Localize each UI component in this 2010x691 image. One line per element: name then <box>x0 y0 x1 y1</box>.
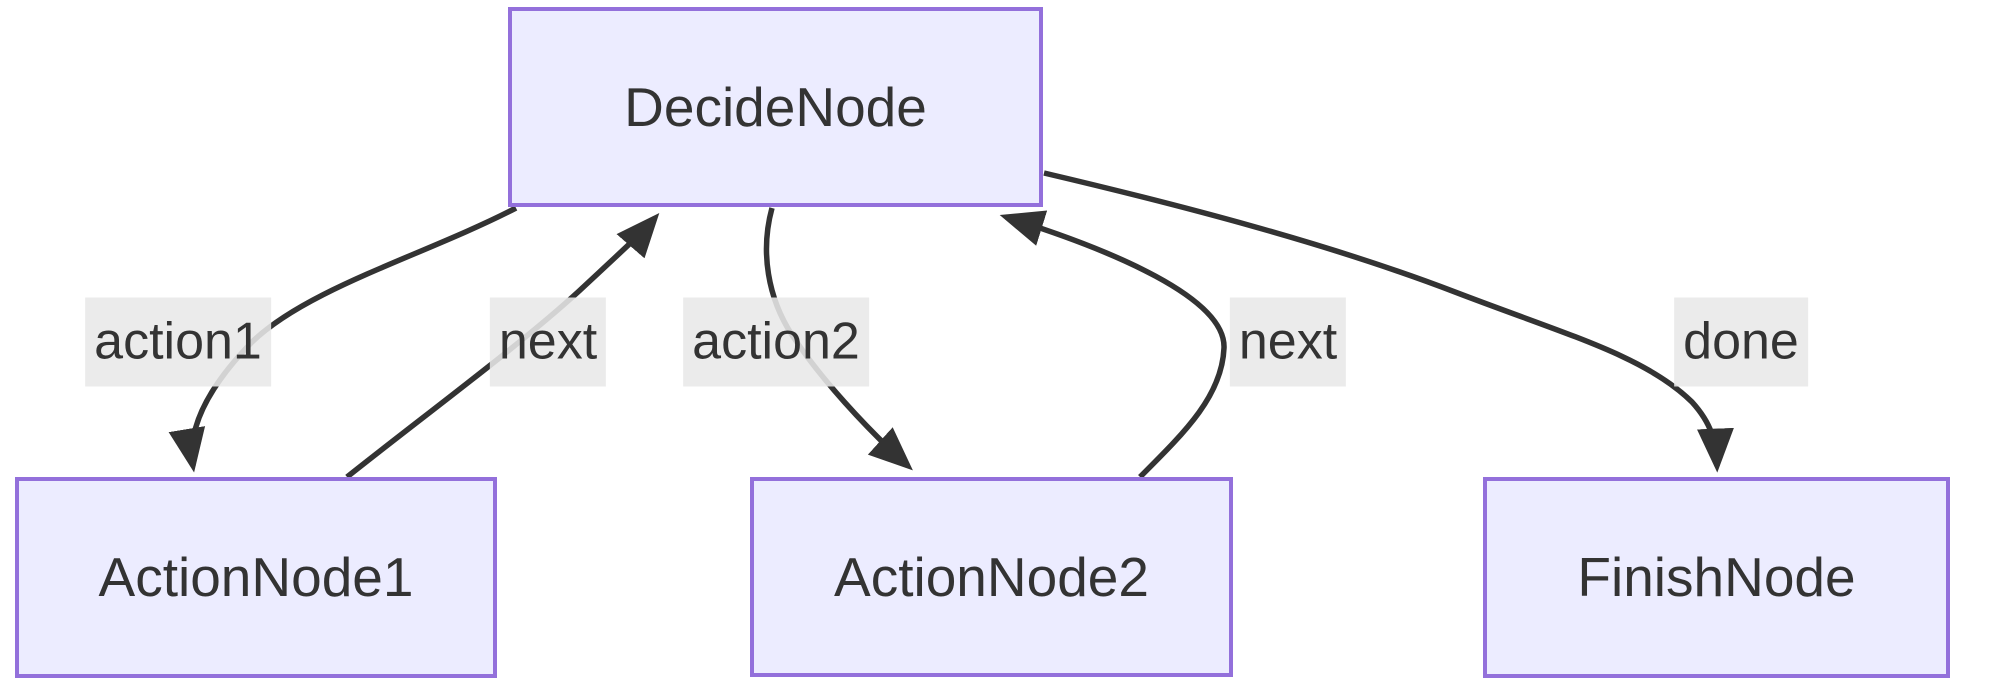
edge-action2-to-decide <box>999 210 1227 479</box>
edge-decide-to-finish <box>1043 170 1734 473</box>
node-actionnode1[interactable]: ActionNode1 <box>15 477 497 678</box>
node-actionnode1-label: ActionNode1 <box>98 546 414 608</box>
node-actionnode2[interactable]: ActionNode2 <box>750 477 1233 677</box>
edge-label-next-1: next <box>489 297 607 387</box>
edge-label-done: done <box>1674 297 1808 387</box>
edge-label-action2: action2 <box>683 297 869 387</box>
node-decidenode-label: DecideNode <box>624 75 927 138</box>
edge-label-next-2: next <box>1229 297 1347 387</box>
node-finishnode-label: FinishNode <box>1577 546 1856 608</box>
node-finishnode[interactable]: FinishNode <box>1483 477 1950 678</box>
node-actionnode2-label: ActionNode2 <box>834 545 1149 608</box>
node-decidenode[interactable]: DecideNode <box>508 7 1043 207</box>
edge-label-action1: action1 <box>85 297 271 387</box>
